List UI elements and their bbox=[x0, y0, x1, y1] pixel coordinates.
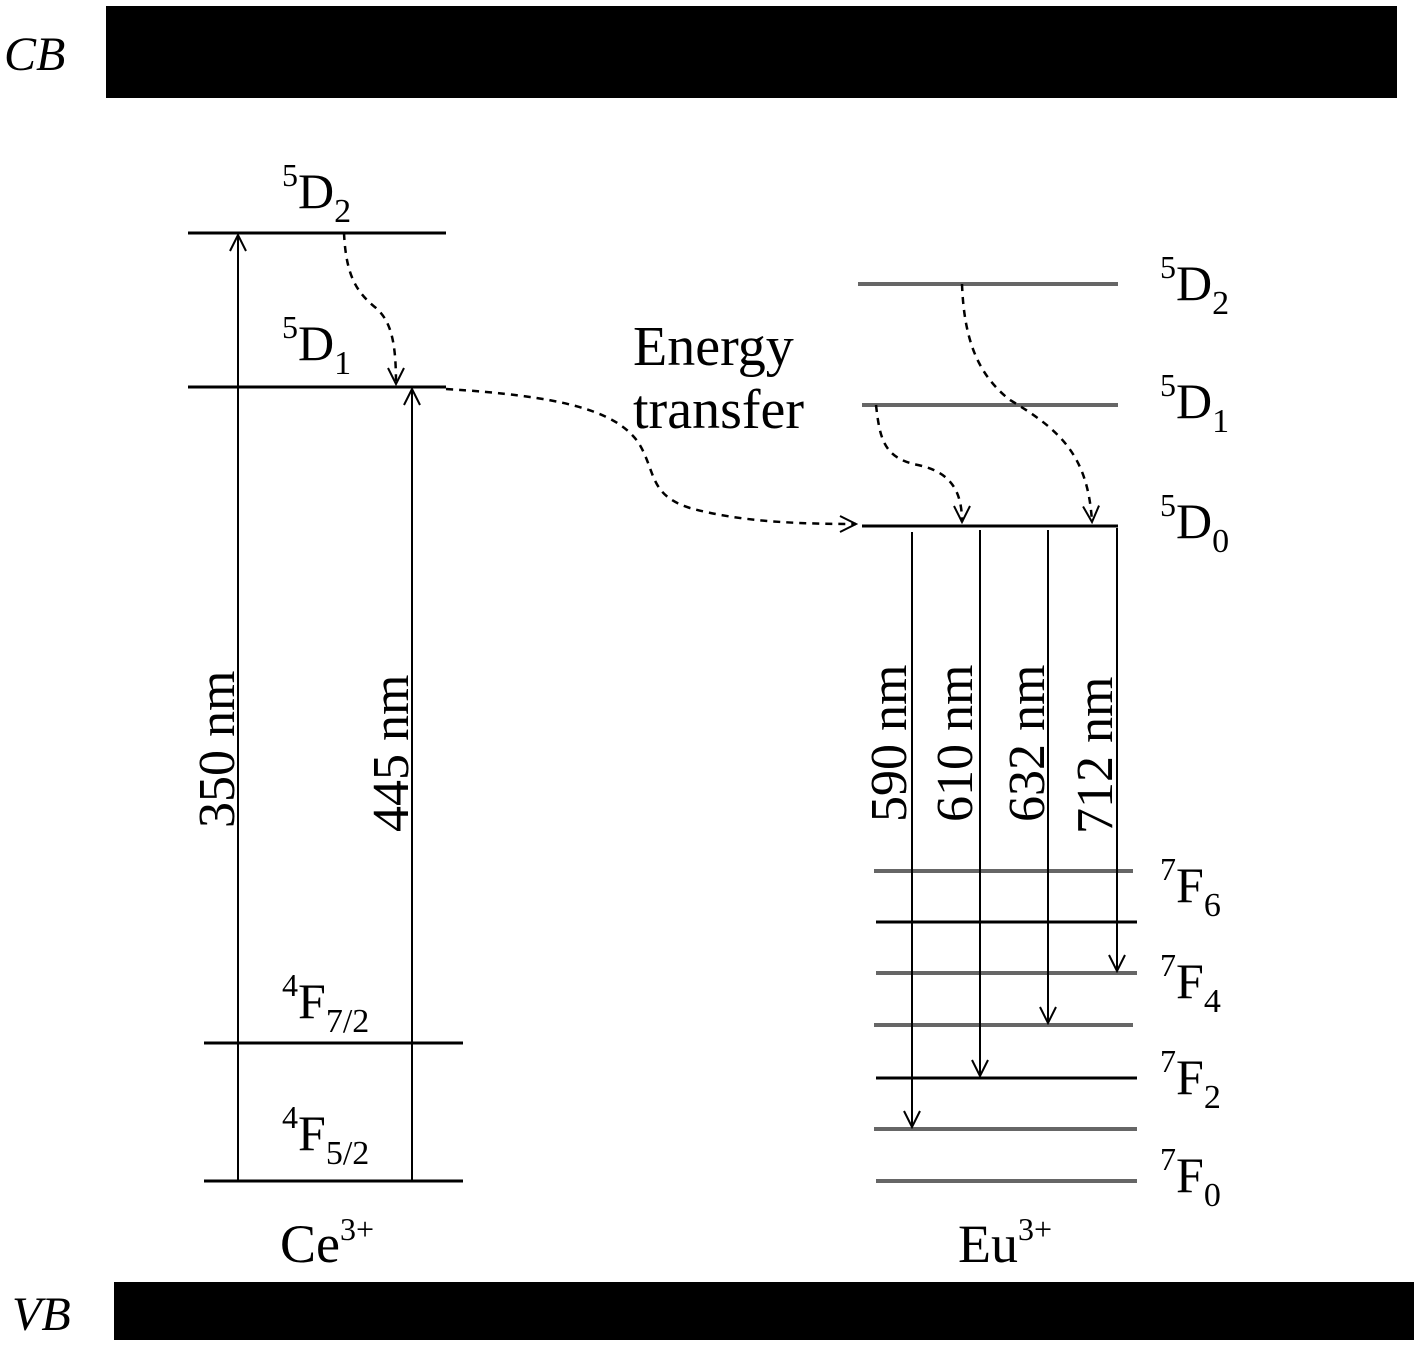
ce-level-label-5d1: 5D1 bbox=[282, 309, 351, 382]
eu-transition-label-610: 610 nm bbox=[927, 665, 984, 822]
eu-level-label-5d2: 5D2 bbox=[1160, 249, 1229, 322]
ce-ion-label: Ce3+ bbox=[280, 1211, 374, 1274]
ce-level-label-5d2: 5D2 bbox=[282, 157, 351, 230]
ce-relaxation-dashed-arrow bbox=[342, 232, 396, 384]
ce-levels bbox=[188, 231, 463, 1183]
eu-level-label-5d1: 5D1 bbox=[1160, 367, 1229, 440]
valence-band bbox=[114, 1282, 1414, 1340]
conduction-band-label: CB bbox=[4, 28, 65, 81]
energy-transfer-label-line1: Energy bbox=[633, 316, 794, 378]
conduction-band bbox=[106, 6, 1397, 98]
eu-level-label-5d0: 5D0 bbox=[1160, 487, 1229, 560]
eu-level-label-7f4: 7F4 bbox=[1160, 947, 1221, 1020]
energy-transfer-dashed-arrow bbox=[445, 387, 856, 524]
ce-level-label-4f72: 4F7/2 bbox=[282, 967, 369, 1040]
eu-level-label-7f6: 7F6 bbox=[1160, 851, 1221, 924]
ce-transition-label-445: 445 nm bbox=[363, 675, 420, 832]
energy-transfer-label-line2: transfer bbox=[633, 379, 804, 441]
eu-transition-label-712: 712 nm bbox=[1067, 677, 1124, 834]
eu-level-label-7f0: 7F0 bbox=[1160, 1141, 1221, 1214]
eu-relaxation-5d2-to-5d0 bbox=[960, 283, 1092, 522]
eu-transition-label-632: 632 nm bbox=[999, 665, 1056, 822]
valence-band-label: VB bbox=[12, 1288, 71, 1341]
eu-relaxation-5d1-to-5d0 bbox=[874, 404, 962, 522]
eu-transition-label-590: 590 nm bbox=[861, 665, 918, 822]
ce-level-label-4f52: 4F5/2 bbox=[282, 1099, 369, 1172]
eu-ion-label: Eu3+ bbox=[958, 1211, 1052, 1274]
eu-level-label-7f2: 7F2 bbox=[1160, 1043, 1221, 1116]
eu-levels bbox=[858, 282, 1137, 1183]
ce-transition-label-350: 350 nm bbox=[189, 671, 246, 828]
